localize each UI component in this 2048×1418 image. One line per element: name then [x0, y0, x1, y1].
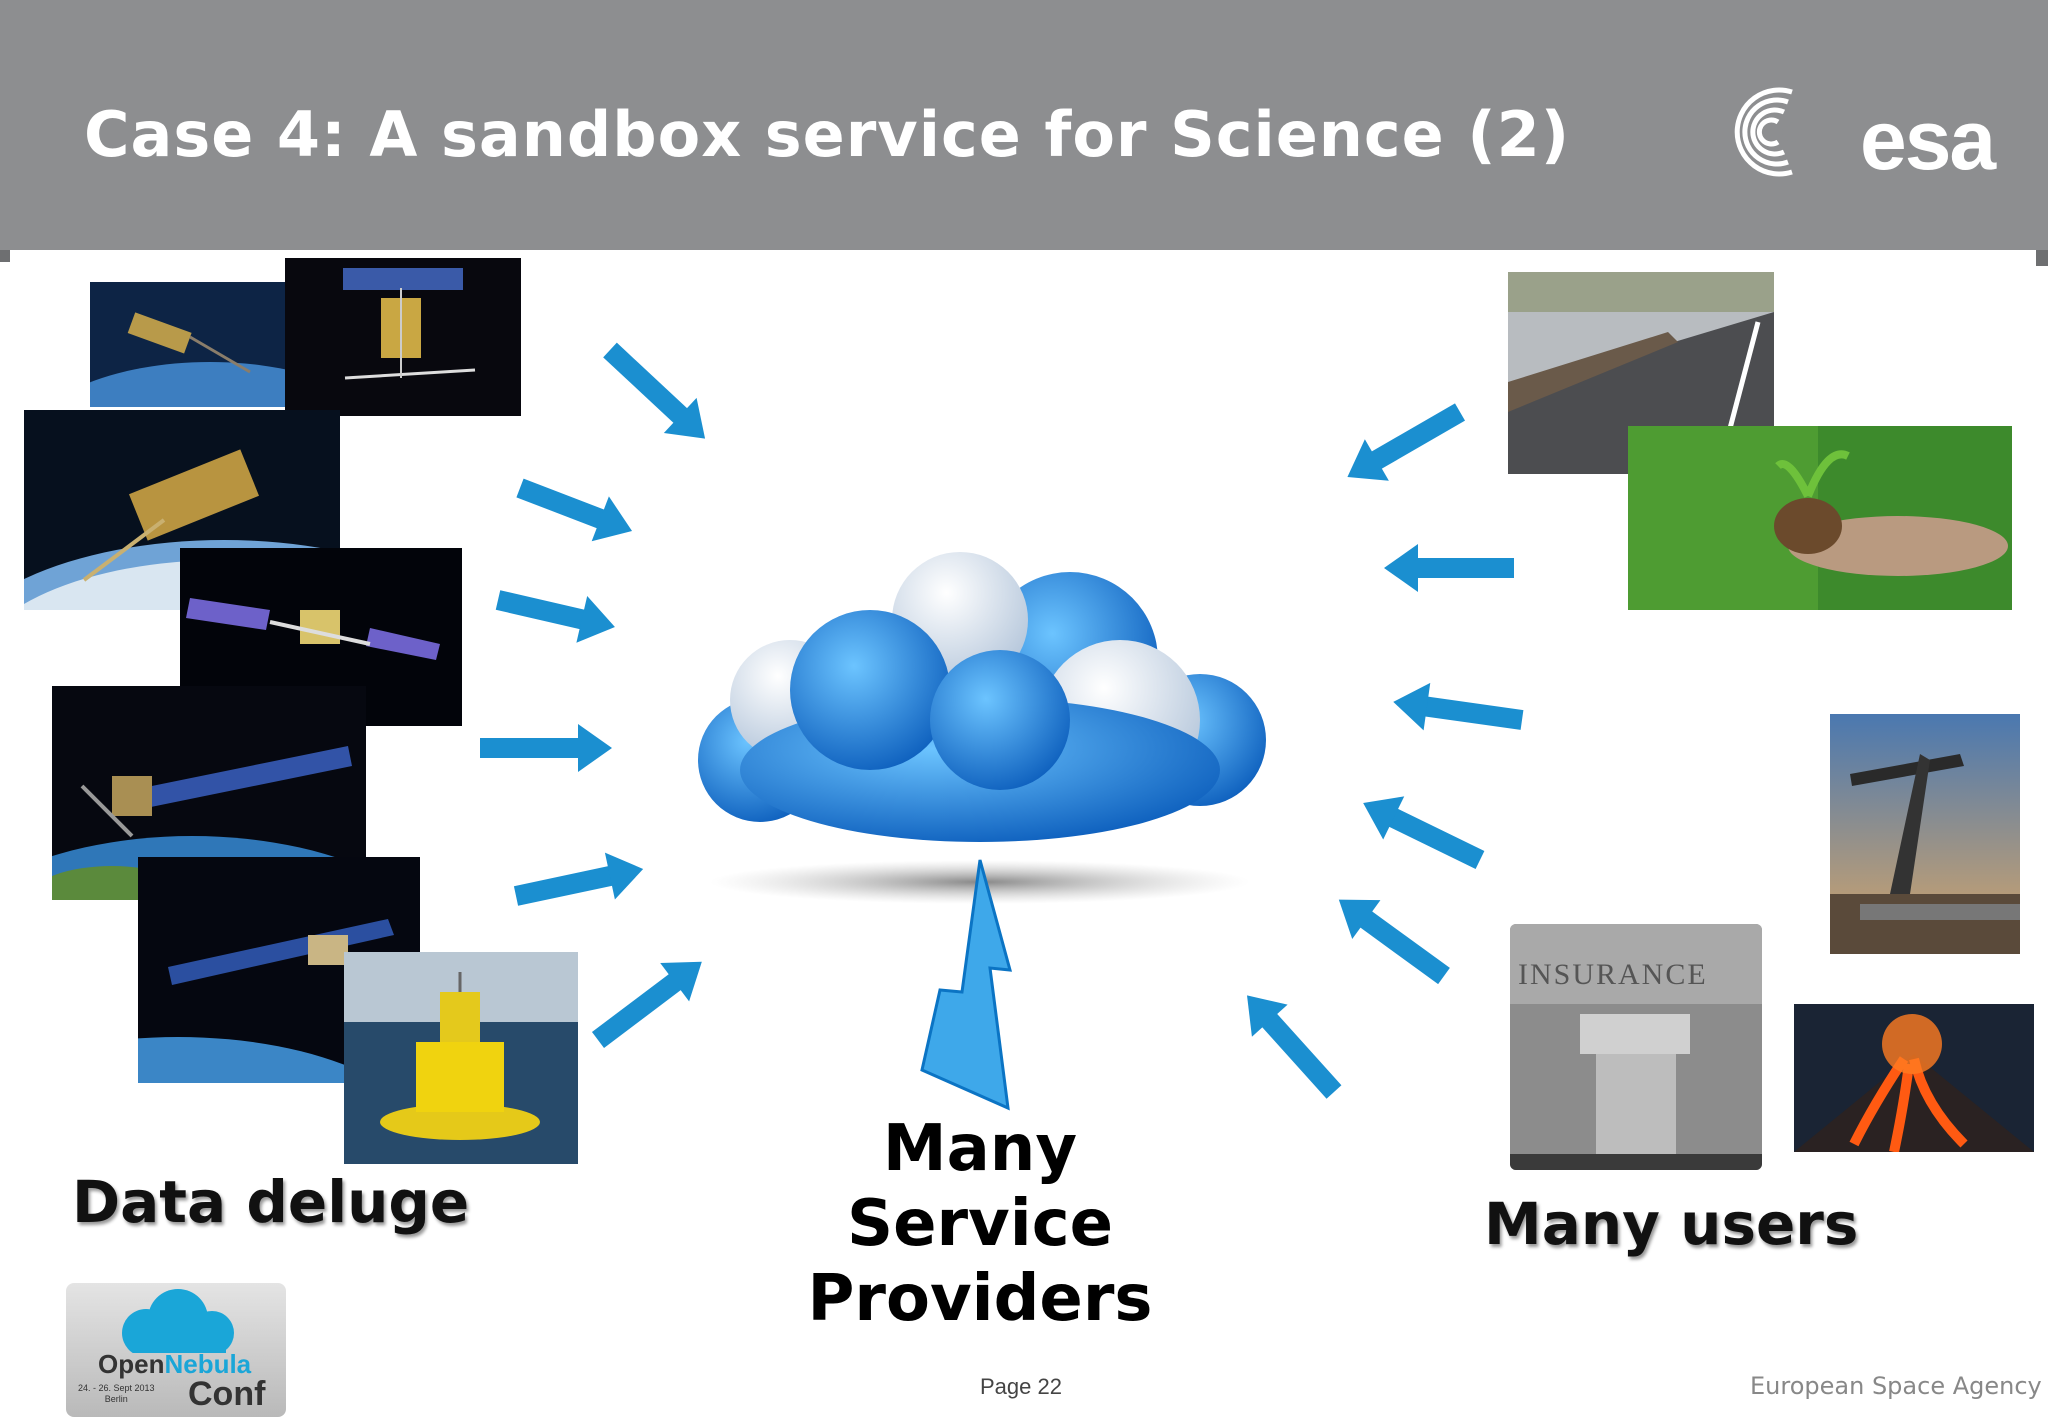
- insurance-building-image: INSURANCE: [1510, 924, 1762, 1170]
- lightning-icon: [920, 859, 1013, 1111]
- arrow-icon: [603, 342, 706, 439]
- many-service-providers-label: Many Service Providers: [760, 1112, 1200, 1337]
- arrow-icon: [1338, 899, 1450, 985]
- providers-line-2: Service: [846, 1187, 1114, 1261]
- data-deluge-label: Data deluge: [72, 1168, 470, 1236]
- arrow-icon: [1363, 796, 1485, 869]
- satellite-image: [285, 258, 521, 416]
- arrow-group: [480, 342, 1524, 1099]
- oil-pump-image: [1830, 714, 2020, 954]
- volcano-image: [1794, 1004, 2034, 1152]
- opennebula-wordmark: OpenNebula: [98, 1349, 252, 1379]
- arrow-icon: [516, 478, 633, 542]
- conf-wordmark: Conf: [188, 1375, 266, 1413]
- providers-line-1: Many: [882, 1112, 1078, 1186]
- organization-name: European Space Agency: [1750, 1372, 2042, 1400]
- arrow-icon: [1393, 682, 1524, 731]
- arrow-icon: [591, 961, 702, 1048]
- svg-text:INSURANCE: INSURANCE: [1518, 958, 1708, 991]
- arrow-icon: [1384, 544, 1514, 592]
- plant-in-hand-image: [1628, 426, 2012, 610]
- page-number: Page 22: [980, 1374, 1062, 1399]
- satellite-image: [90, 282, 290, 407]
- slide-header: Case 4: A sandbox service for Science (2…: [0, 0, 2048, 250]
- arrow-icon: [1247, 995, 1342, 1099]
- arrow-icon: [1347, 403, 1465, 481]
- cloud-icon: [698, 552, 1266, 904]
- many-users-label: Many users: [1484, 1190, 1859, 1258]
- arrow-icon: [513, 852, 644, 906]
- arrow-icon: [495, 590, 615, 643]
- cloud-logo-icon: [122, 1289, 234, 1353]
- buoy-image: [344, 952, 578, 1164]
- slide-title: Case 4: A sandbox service for Science (2…: [84, 98, 1571, 171]
- providers-line-3: Providers: [807, 1262, 1153, 1336]
- esa-logo-text: esa: [1860, 93, 1996, 187]
- arrow-icon: [480, 724, 612, 772]
- esa-logo-icon: [1734, 87, 1802, 177]
